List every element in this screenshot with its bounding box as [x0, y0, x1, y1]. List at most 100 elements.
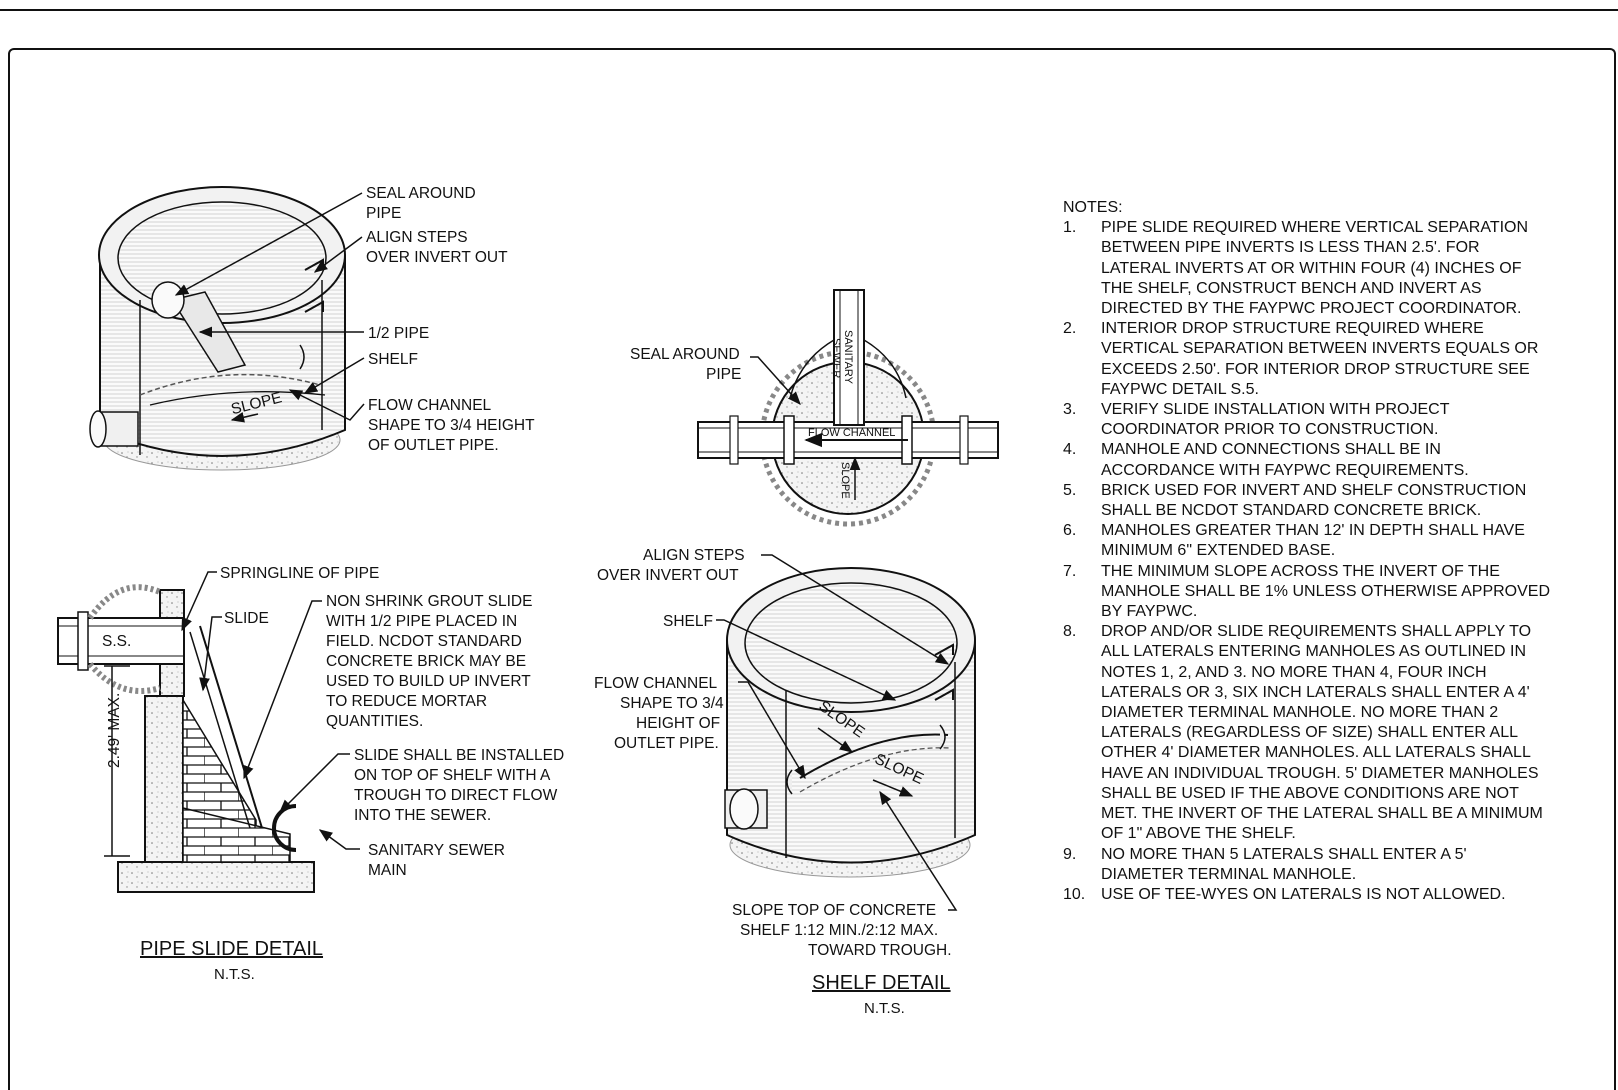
note-line: LATERALS OR 3, SIX INCH LATERALS SHALL E… — [1101, 683, 1530, 701]
note-item: 5. BRICK USED FOR INVERT AND SHELF CONSTR… — [1063, 481, 1603, 521]
sewer-main-label: SANITARY SEWER — [368, 842, 505, 859]
pipe-slide-manhole-3d: SLOPE — [89, 186, 365, 471]
align-steps-label-2: OVER INVERT OUT — [366, 249, 508, 266]
grout-note-3: FIELD. NCDOT STANDARD — [326, 633, 522, 650]
note-line: PIPE SLIDE REQUIRED WHERE VERTICAL SEPAR… — [1101, 219, 1529, 237]
note-line: VERTICAL SEPARATION BETWEEN INVERTS EQUA… — [1101, 340, 1539, 358]
flow-channel-label: FLOW CHANNEL — [368, 397, 492, 414]
note-number: 1. — [1063, 219, 1077, 237]
note-line: DROP AND/OR SLIDE REQUIREMENTS SHALL APP… — [1101, 623, 1532, 641]
seal-around-pipe-label: SEAL AROUND — [366, 185, 476, 202]
note-line: BY FAYPWC. — [1101, 603, 1198, 621]
manhole-plan-view — [697, 289, 999, 527]
note-number: 3. — [1063, 401, 1077, 419]
half-pipe-label: 1/2 PIPE — [368, 325, 429, 342]
ss-label: S.S. — [102, 633, 131, 650]
align-steps-label: ALIGN STEPS — [366, 229, 468, 246]
shelf-flow-channel-label-2: SHAPE TO 3/4 — [620, 695, 724, 712]
note-number: 5. — [1063, 481, 1077, 499]
note-line: SHALL BE USED IF THE ABOVE CONDITIONS AR… — [1101, 784, 1519, 802]
note-number: 4. — [1063, 441, 1077, 459]
note-line: MANHOLES GREATER THAN 12' IN DEPTH SHALL… — [1101, 522, 1525, 540]
note-number: 8. — [1063, 623, 1077, 641]
grout-note-7: QUANTITIES. — [326, 713, 423, 730]
note-item: 6. MANHOLES GREATER THAN 12' IN DEPTH SHA… — [1063, 521, 1603, 561]
note-number: 2. — [1063, 320, 1077, 338]
note-line: FAYPWC DETAIL S.5. — [1101, 380, 1259, 398]
flow-channel-label-3: OF OUTLET PIPE. — [368, 437, 499, 454]
install-note-3: TROUGH TO DIRECT FLOW — [354, 787, 558, 804]
note-line: DIAMETER TERMINAL MANHOLE. — [1101, 865, 1357, 883]
shelf-detail-labels: ALIGN STEPS OVER INVERT OUT SHELF FLOW C… — [594, 547, 952, 1017]
sewer-label: SEWER — [830, 338, 842, 378]
note-line: SHALL BE NCDOT STANDARD CONCRETE BRICK. — [1101, 502, 1482, 520]
note-line: HAVE AN INDIVIDUAL TROUGH. 5' DIAMETER M… — [1101, 764, 1539, 782]
notes-list: 1. PIPE SLIDE REQUIRED WHERE VERTICAL SEP… — [1063, 218, 1603, 905]
note-number: 7. — [1063, 562, 1077, 580]
grout-note-6: TO REDUCE MORTAR — [326, 693, 487, 710]
note-item: 3. VERIFY SLIDE INSTALLATION WITH PROJECT… — [1063, 400, 1603, 440]
shelf-flow-channel-label-4: OUTLET PIPE. — [614, 735, 719, 752]
note-line: BRICK USED FOR INVERT AND SHELF CONSTRUC… — [1101, 481, 1527, 499]
plan-seal-label: SEAL AROUND — [630, 346, 740, 363]
note-item: 7.THE MINIMUM SLOPE ACROSS THE INVERT OF… — [1063, 562, 1603, 623]
note-line: VERIFY SLIDE INSTALLATION WITH PROJECT — [1101, 401, 1450, 419]
note-line: BETWEEN PIPE INVERTS IS LESS THAN 2.5'. … — [1101, 239, 1480, 257]
grout-note-2: WITH 1/2 PIPE PLACED IN — [326, 613, 517, 630]
note-line: LATERALS (REGARDLESS OF SIZE) SHALL ENTE… — [1101, 724, 1519, 742]
shelf-flow-channel-label: FLOW CHANNEL — [594, 675, 718, 692]
note-line: MET. THE INVERT OF THE LATERAL SHALL BE … — [1101, 805, 1543, 823]
install-note-4: INTO THE SEWER. — [354, 807, 491, 824]
install-note-2: ON TOP OF SHELF WITH A — [354, 767, 551, 784]
shelf-detail-title: SHELF DETAIL — [812, 972, 951, 994]
grout-note-4: CONCRETE BRICK MAY BE — [326, 653, 526, 670]
slope-top-note-2: SHELF 1:12 MIN./2:12 MAX. — [740, 922, 938, 939]
drawing-frame — [8, 48, 1616, 1090]
shelf-label: SHELF — [368, 351, 418, 368]
note-item: 10. USE OF TEE-WYES ON LATERALS IS NOT AL… — [1063, 885, 1603, 905]
shelf-label: SHELF — [663, 613, 713, 630]
note-line: USE OF TEE-WYES ON LATERALS IS NOT ALLOW… — [1101, 885, 1506, 903]
note-line: COORDINATOR PRIOR TO CONSTRUCTION. — [1101, 421, 1439, 439]
flow-channel-plan-label: FLOW CHANNEL — [808, 427, 895, 439]
note-line: LATERAL INVERTS AT OR WITHIN FOUR (4) IN… — [1101, 259, 1522, 277]
note-number: 9. — [1063, 845, 1077, 863]
note-line: ALL LATERALS ENTERING MANHOLES AS OUTLIN… — [1101, 643, 1526, 661]
note-item: 8. DROP AND/OR SLIDE REQUIREMENTS SHALL A… — [1063, 622, 1603, 844]
note-line: EXCEEDS 2.50'. FOR INTERIOR DROP STRUCTU… — [1101, 360, 1530, 378]
note-item: 9.NO MORE THAN 5 LATERALS SHALL ENTER A … — [1063, 845, 1603, 885]
slide-label: SLIDE — [224, 610, 269, 627]
grout-note-5: USED TO BUILD UP INVERT — [326, 673, 531, 690]
pipe-slide-section-labels: S.S. 2.49' MAX. SPRINGLINE OF PIPE SLIDE… — [102, 565, 564, 983]
slope-top-note: SLOPE TOP OF CONCRETE — [732, 902, 936, 919]
shelf-align-steps-label: ALIGN STEPS — [643, 547, 745, 564]
note-line: OF 1" ABOVE THE SHELF. — [1101, 825, 1296, 843]
pipe-slide-detail-title: PIPE SLIDE DETAIL — [140, 938, 323, 960]
slope-top-note-3: TOWARD TROUGH. — [808, 942, 952, 959]
notes-block: NOTES: 1.PIPE SLIDE REQUIRED WHERE VERTI… — [1063, 198, 1603, 905]
note-line: ACCORDANCE WITH FAYPWC REQUIREMENTS. — [1101, 461, 1469, 479]
note-line: NOTES 1, 2, AND 3. NO MORE THAN 4, FOUR … — [1101, 663, 1487, 681]
seal-around-pipe-label-2: PIPE — [366, 205, 401, 222]
flow-channel-label-2: SHAPE TO 3/4 HEIGHT — [368, 417, 535, 434]
note-number: 10. — [1063, 885, 1086, 903]
note-line: MINIMUM 6" EXTENDED BASE. — [1101, 542, 1336, 560]
note-line: DIRECTED BY THE FAYPWC PROJECT COORDINAT… — [1101, 300, 1522, 318]
plan-slope-label: SLOPE — [839, 462, 851, 499]
sewer-main-label-2: MAIN — [368, 862, 407, 879]
shelf-detail-manhole-3d: SLOPE SLOPE — [716, 554, 976, 911]
pipe-slide-section — [57, 571, 360, 893]
install-note: SLIDE SHALL BE INSTALLED — [354, 747, 564, 764]
shelf-flow-channel-label-3: HEIGHT OF — [636, 715, 720, 732]
note-line: OTHER 4' DIAMETER MANHOLES. ALL LATERALS… — [1101, 744, 1531, 762]
note-line: INTERIOR DROP STRUCTURE REQUIRED WHERE — [1101, 320, 1484, 338]
note-number: 6. — [1063, 522, 1077, 540]
sanitary-label: SANITARY — [842, 330, 854, 385]
shelf-align-steps-label-2: OVER INVERT OUT — [597, 567, 739, 584]
note-item: 1. PIPE SLIDE REQUIRED WHERE VERTICAL SEP… — [1063, 218, 1603, 319]
shelf-detail-scale: N.T.S. — [864, 1000, 905, 1017]
plan-seal-label-2: PIPE — [706, 366, 741, 383]
top-border-rule — [0, 0, 1618, 11]
